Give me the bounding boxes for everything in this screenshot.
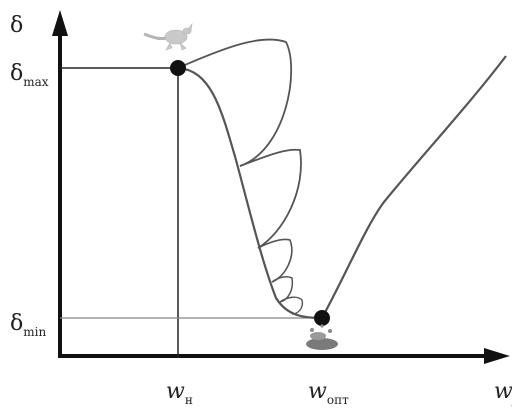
rising-curve [322, 56, 506, 318]
jump-arc-1 [178, 40, 291, 166]
dmin-label-main: δ [10, 311, 23, 336]
wn-label: wн [166, 379, 193, 407]
start-point [170, 60, 186, 76]
pit-icon [306, 324, 338, 350]
wopt-label: wопт [308, 379, 349, 407]
kangaroo-icon [144, 24, 192, 50]
optimum-point [314, 310, 330, 326]
x-axis-arrow [484, 348, 510, 364]
dmax-label: δmax [10, 61, 49, 89]
y-axis-arrow [52, 10, 68, 36]
dmax-label-sub: max [23, 75, 49, 89]
dmin-label-sub: min [23, 325, 46, 339]
y-axis-label: δ [10, 13, 23, 38]
wn-label-sub: н [185, 393, 193, 407]
jump-arc-2 [240, 150, 301, 248]
x-axis-label: wj [494, 379, 512, 407]
wopt-label-sub: опт [327, 393, 349, 407]
dmin-label: δmin [10, 311, 46, 339]
main-curve [178, 68, 322, 318]
wopt-label-main: w [308, 379, 327, 404]
dmax-label-main: δ [10, 61, 23, 86]
wn-label-main: w [166, 379, 185, 404]
x-axis-label-main: w [494, 379, 512, 404]
